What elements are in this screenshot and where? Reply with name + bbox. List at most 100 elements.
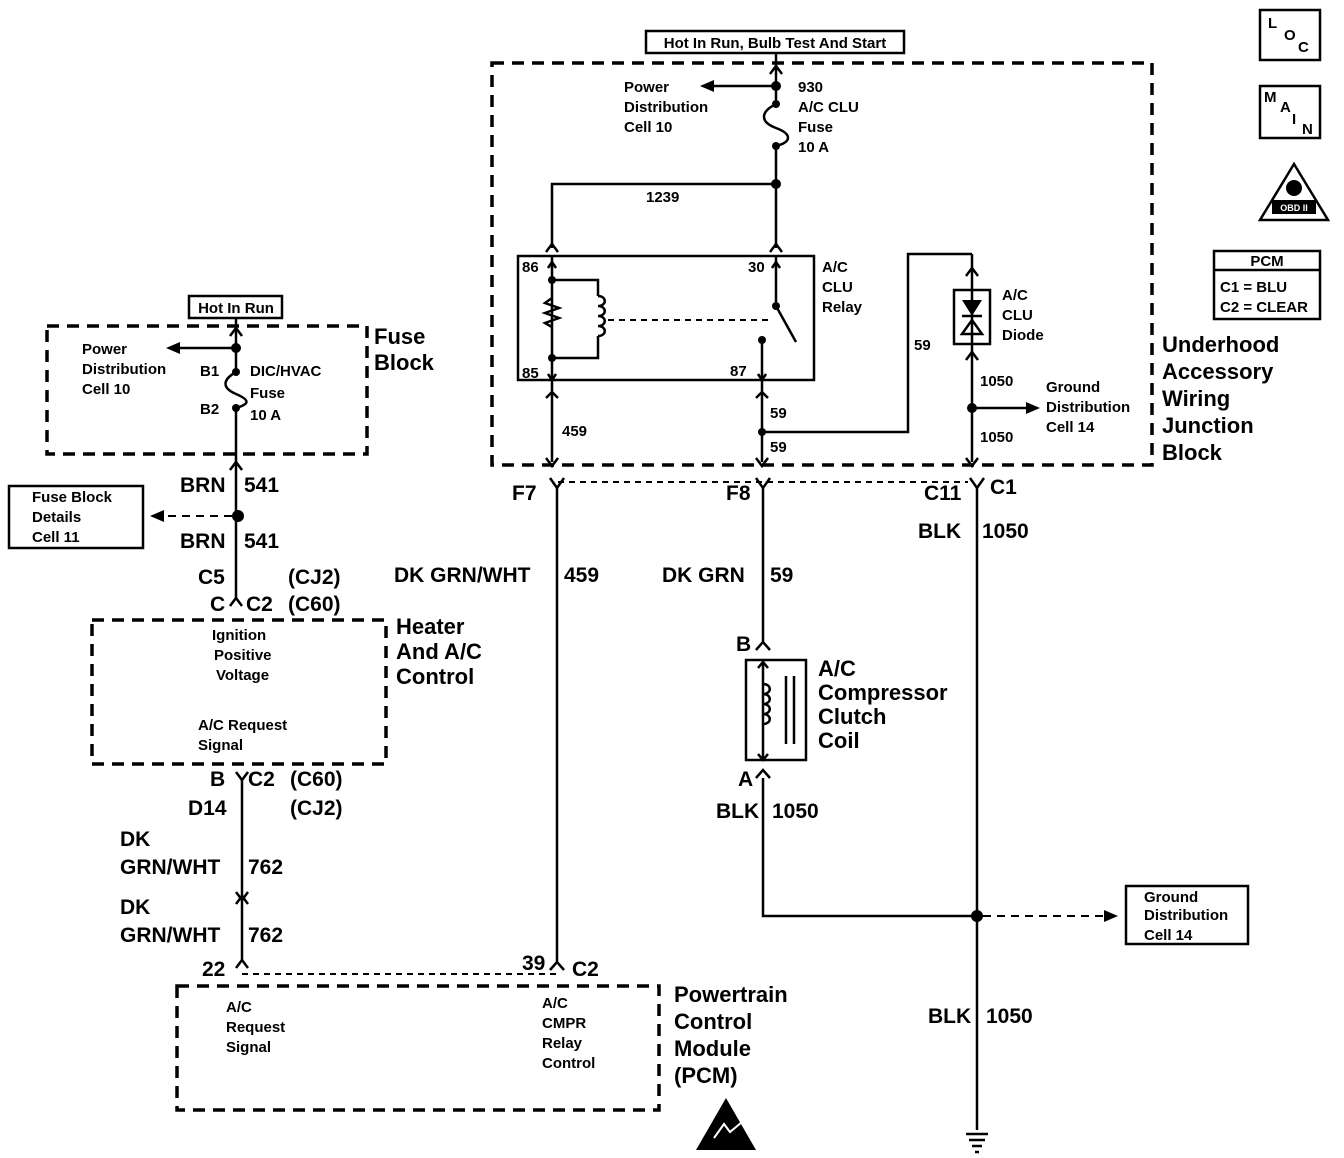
svg-text:Fuse: Fuse — [250, 385, 285, 402]
svg-text:L: L — [1268, 15, 1277, 32]
relay-label-1: A/C — [822, 259, 848, 276]
jb-ground-dist-3: Cell 14 — [1046, 419, 1095, 436]
svg-text:DIC/HVAC: DIC/HVAC — [250, 363, 322, 380]
obd-ii-icon: OBD II — [1257, 161, 1331, 222]
svg-text:Fuse Block: Fuse Block — [32, 489, 113, 506]
diode-label-1: A/C — [1002, 287, 1028, 304]
svg-text:M: M — [1264, 89, 1277, 106]
svg-text:Control: Control — [542, 1055, 595, 1072]
svg-text:22: 22 — [202, 958, 225, 981]
svg-text:DK GRN: DK GRN — [662, 564, 745, 587]
diode-label-2: CLU — [1002, 307, 1033, 324]
jb-title-1: Underhood — [1162, 332, 1279, 357]
relay-pin-85: 85 — [522, 365, 539, 382]
pcm-connector-legend: PCM C1 = BLU C2 = CLEAR — [1212, 249, 1322, 321]
svg-text:(CJ2): (CJ2) — [288, 566, 341, 589]
relay-outputs — [545, 252, 972, 469]
svg-text:BRN: BRN — [180, 530, 226, 553]
svg-text:Hot In Run: Hot In Run — [198, 300, 274, 317]
circuit-459: 459 — [562, 423, 587, 440]
pin-c11: C11 — [924, 482, 962, 505]
fuse-block-texts: Power Distribution Cell 10 B1 B2 DIC/HVA… — [82, 324, 435, 424]
fuse-block-circuit — [150, 318, 248, 607]
svg-text:DK: DK — [120, 828, 150, 851]
relay-pin-87: 87 — [730, 363, 747, 380]
svg-text:C1 = BLU: C1 = BLU — [1220, 279, 1287, 296]
top-source-label: Hot In Run, Bulb Test And Start — [664, 35, 886, 52]
svg-text:Powertrain: Powertrain — [674, 982, 788, 1007]
jb-title-5: Block — [1162, 440, 1223, 465]
svg-text:Positive: Positive — [214, 647, 272, 664]
svg-text:Voltage: Voltage — [216, 667, 269, 684]
svg-text:541: 541 — [244, 530, 279, 553]
svg-text:CMPR: CMPR — [542, 1015, 586, 1032]
svg-text:C2 = CLEAR: C2 = CLEAR — [1220, 299, 1308, 316]
svg-text:Request: Request — [226, 1019, 285, 1036]
svg-text:Distribution: Distribution — [1144, 907, 1228, 924]
jb-power-dist-2: Distribution — [624, 99, 708, 116]
ground-distribution-box: Ground Distribution Cell 14 — [1124, 884, 1250, 946]
svg-text:A: A — [738, 768, 753, 791]
clutch-label: A/C Compressor Clutch Coil — [818, 656, 948, 753]
svg-text:A/C: A/C — [542, 995, 568, 1012]
pcm-outline — [175, 984, 661, 1112]
svg-text:C2: C2 — [572, 958, 599, 981]
svg-text:C: C — [210, 593, 225, 616]
jb-fuse-line-3: 10 A — [798, 139, 829, 156]
hvac-control-texts: Ignition Positive Voltage A/C Request Si… — [198, 614, 482, 754]
svg-text:Control: Control — [674, 1009, 752, 1034]
svg-text:762: 762 — [248, 924, 283, 947]
junction-block-circuits — [545, 53, 790, 253]
svg-text:D14: D14 — [188, 797, 227, 820]
ac-clu-relay — [516, 254, 816, 383]
svg-text:C5: C5 — [198, 566, 225, 589]
svg-text:(C60): (C60) — [290, 768, 343, 791]
circuit-59-a: 59 — [914, 337, 931, 354]
circuit-1239: 1239 — [646, 189, 679, 206]
svg-text:OBD II: OBD II — [1280, 203, 1308, 213]
svg-text:A/C Request: A/C Request — [198, 717, 287, 734]
diode-label-3: Diode — [1002, 327, 1044, 344]
svg-text:(CJ2): (CJ2) — [290, 797, 343, 820]
svg-text:B: B — [736, 633, 751, 656]
circuit-59-b: 59 — [770, 405, 787, 422]
jb-power-dist-3: Cell 10 — [624, 119, 672, 136]
jb-ground-dist-2: Distribution — [1046, 399, 1130, 416]
svg-text:Fuse: Fuse — [374, 324, 425, 349]
svg-text:C2: C2 — [248, 768, 275, 791]
left-power-source: Hot In Run — [187, 294, 284, 320]
pin-f7: F7 — [512, 482, 537, 505]
svg-text:1050: 1050 — [986, 1005, 1033, 1028]
svg-text:Relay: Relay — [542, 1035, 583, 1052]
svg-text:Cell 11: Cell 11 — [32, 529, 80, 546]
svg-text:DK: DK — [120, 896, 150, 919]
svg-text:O: O — [1284, 27, 1296, 44]
svg-text:A/C: A/C — [226, 999, 252, 1016]
underhood-junction-block-outline — [490, 61, 1154, 467]
harness-labels: F7 F8 C11 C1 BLK 1050 DK GRN/WHT 459 DK … — [394, 476, 1033, 1028]
circuit-1050-a: 1050 — [980, 373, 1013, 390]
jb-ground-dist-1: Ground — [1046, 379, 1100, 396]
svg-text:Module: Module — [674, 1036, 751, 1061]
loc-icon: L O C — [1258, 8, 1322, 62]
jb-fuse-circuit: 930 — [798, 79, 823, 96]
svg-text:Signal: Signal — [198, 737, 243, 754]
svg-text:Signal: Signal — [226, 1039, 271, 1056]
relay-label-3: Relay — [822, 299, 863, 316]
ac-clu-diode — [952, 254, 1040, 469]
svg-text:BRN: BRN — [180, 474, 226, 497]
svg-text:Cell 14: Cell 14 — [1144, 927, 1193, 944]
pin-f8: F8 — [726, 482, 751, 505]
fuse-block-outline — [45, 324, 369, 456]
hvac-control-outline — [90, 618, 388, 766]
jb-title-2: Accessory — [1162, 359, 1274, 384]
relay-pin-86: 86 — [522, 259, 539, 276]
svg-text:C2: C2 — [246, 593, 273, 616]
svg-text:Control: Control — [396, 664, 474, 689]
svg-text:C: C — [1298, 39, 1309, 56]
svg-text:PCM: PCM — [1250, 253, 1283, 270]
svg-text:A: A — [1280, 99, 1291, 116]
fuse-pin-b1: B1 — [200, 363, 219, 380]
harness-wires — [548, 477, 1118, 1154]
